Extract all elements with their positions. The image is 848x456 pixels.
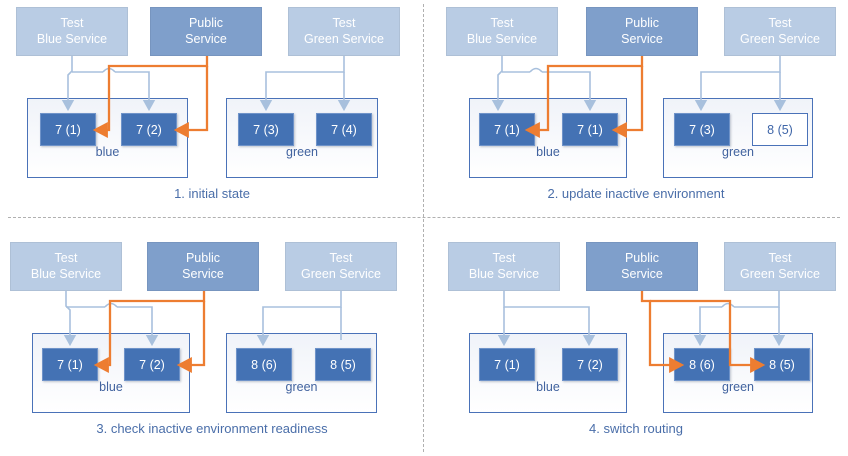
test-blue-service-label-line1: Test xyxy=(492,251,516,266)
green-instance-1[interactable]: 7 (3) xyxy=(674,113,730,146)
panel-2: Test Blue Service Public Service Test Gr… xyxy=(424,0,848,228)
public-service-box[interactable]: Public Service xyxy=(150,7,262,56)
test-green-service-box[interactable]: Test Green Service xyxy=(285,242,397,291)
vertical-divider xyxy=(423,4,424,452)
panel-1-caption: 1. initial state xyxy=(174,186,250,201)
green-instance-2[interactable]: 8 (5) xyxy=(752,113,808,146)
test-blue-service-label-line2: Blue Service xyxy=(468,266,540,281)
panel-1: Test Blue Service Public Service Test Gr… xyxy=(0,0,424,228)
blue-environment-label: blue xyxy=(95,145,120,159)
test-green-service-label-line2: Green Service xyxy=(304,31,384,46)
green-environment-label: green xyxy=(722,145,754,159)
test-blue-service-label-line1: Test xyxy=(490,16,514,31)
test-green-service-box[interactable]: Test Green Service xyxy=(288,7,400,56)
test-blue-service-label-line1: Test xyxy=(54,251,78,266)
blue-instance-1[interactable]: 7 (1) xyxy=(40,113,96,146)
test-green-service-label-line1: Test xyxy=(768,16,792,31)
blue-environment-label: blue xyxy=(536,380,560,394)
panel-3-caption: 3. check inactive environment readiness xyxy=(96,421,328,436)
public-service-label-line2: Service xyxy=(182,266,224,281)
blue-instance-1[interactable]: 7 (1) xyxy=(479,113,535,146)
green-instance-1[interactable]: 7 (3) xyxy=(238,113,294,146)
test-blue-service-label-line1: Test xyxy=(60,16,84,31)
test-green-service-label-line1: Test xyxy=(332,16,356,31)
test-blue-service-label-line2: Blue Service xyxy=(30,266,102,281)
green-instance-1[interactable]: 8 (6) xyxy=(674,348,730,381)
green-instance-2[interactable]: 7 (4) xyxy=(316,113,372,146)
public-service-label-line2: Service xyxy=(185,31,227,46)
green-environment-label: green xyxy=(285,380,318,394)
green-instance-2[interactable]: 8 (5) xyxy=(754,348,810,381)
public-service-box[interactable]: Public Service xyxy=(586,242,698,291)
public-service-label-line2: Service xyxy=(621,31,663,46)
public-service-box[interactable]: Public Service xyxy=(147,242,259,291)
green-instance-1[interactable]: 8 (6) xyxy=(236,348,292,381)
public-service-box[interactable]: Public Service xyxy=(586,7,698,56)
green-environment-label: green xyxy=(722,380,754,394)
public-service-label-line2: Service xyxy=(621,266,663,281)
panel-4-caption: 4. switch routing xyxy=(589,421,683,436)
green-instance-2[interactable]: 8 (5) xyxy=(315,348,371,381)
test-green-service-label-line1: Test xyxy=(329,251,353,266)
public-service-label-line1: Public xyxy=(188,16,224,31)
public-service-label-line1: Public xyxy=(624,251,660,266)
test-blue-service-box[interactable]: Test Blue Service xyxy=(10,242,122,291)
panel-2-caption: 2. update inactive environment xyxy=(547,186,725,201)
blue-instance-1[interactable]: 7 (1) xyxy=(42,348,98,381)
blue-environment-label: blue xyxy=(536,145,560,159)
test-green-service-box[interactable]: Test Green Service xyxy=(724,242,836,291)
blue-environment-label: blue xyxy=(99,380,123,394)
panel-4: Test Blue Service Public Service Test Gr… xyxy=(424,228,848,456)
test-blue-service-box[interactable]: Test Blue Service xyxy=(448,242,560,291)
test-green-service-label-line2: Green Service xyxy=(740,266,820,281)
test-green-service-label-line1: Test xyxy=(768,251,792,266)
blue-instance-1[interactable]: 7 (1) xyxy=(479,348,535,381)
blue-instance-2[interactable]: 7 (2) xyxy=(124,348,180,381)
panel-3: Test Blue Service Public Service Test Gr… xyxy=(0,228,424,456)
test-blue-service-label-line2: Blue Service xyxy=(36,31,108,46)
public-service-label-line1: Public xyxy=(185,251,221,266)
horizontal-divider xyxy=(8,217,840,218)
test-green-service-label-line2: Green Service xyxy=(301,266,381,281)
test-green-service-box[interactable]: Test Green Service xyxy=(724,7,836,56)
test-blue-service-box[interactable]: Test Blue Service xyxy=(16,7,128,56)
blue-instance-2[interactable]: 7 (1) xyxy=(562,113,618,146)
test-blue-service-label-line2: Blue Service xyxy=(466,31,538,46)
blue-instance-2[interactable]: 7 (2) xyxy=(562,348,618,381)
test-blue-service-box[interactable]: Test Blue Service xyxy=(446,7,558,56)
blue-instance-2[interactable]: 7 (2) xyxy=(121,113,177,146)
public-service-label-line1: Public xyxy=(624,16,660,31)
green-environment-label: green xyxy=(286,145,318,159)
test-green-service-label-line2: Green Service xyxy=(740,31,820,46)
